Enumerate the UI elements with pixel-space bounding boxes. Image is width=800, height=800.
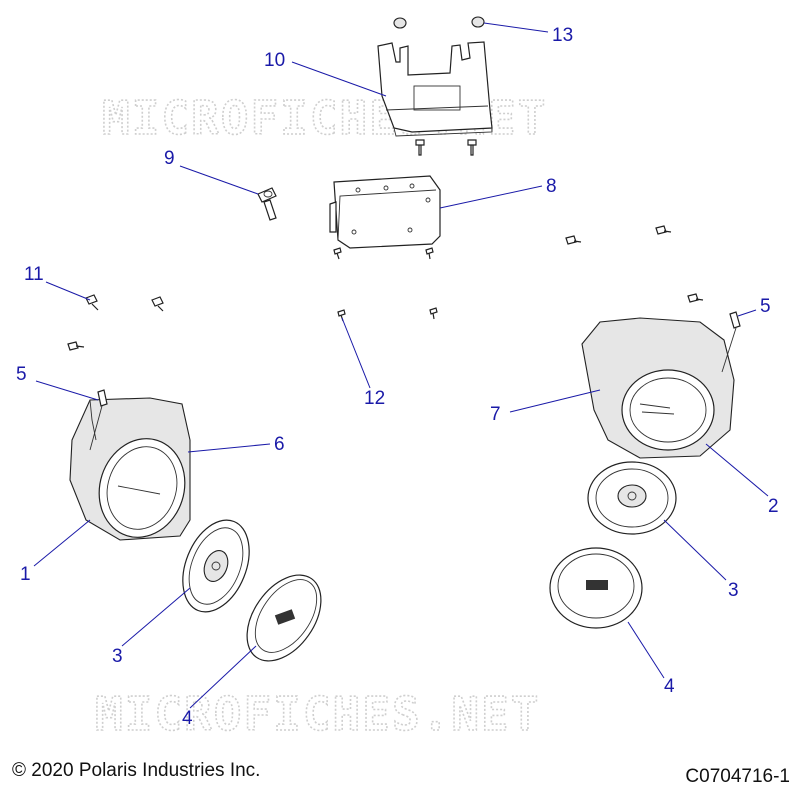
callout-13[interactable]: 13 (552, 25, 573, 46)
part-4-right-grille[interactable] (549, 547, 643, 629)
part-13-grommets[interactable] (393, 16, 485, 29)
callout-4-left[interactable]: 4 (182, 708, 193, 729)
watermark-bottom: MICROFICHES.NET (95, 687, 540, 741)
callout-7[interactable]: 7 (490, 404, 501, 425)
part-8-amplifier[interactable] (329, 175, 441, 249)
part-9-connector[interactable] (257, 187, 277, 221)
leader-lines (33, 22, 769, 709)
callout-4-right[interactable]: 4 (664, 676, 675, 697)
copyright-text: © 2020 Polaris Industries Inc. (12, 760, 261, 781)
callout-11[interactable]: 11 (24, 264, 44, 285)
drawing-number: C0704716-1 (685, 766, 790, 787)
callout-5-right[interactable]: 5 (760, 296, 771, 317)
callout-10[interactable]: 10 (264, 50, 285, 71)
callout-12[interactable]: 12 (364, 388, 385, 409)
part-2-right-enclosure[interactable] (581, 317, 735, 459)
part-3-right-speaker[interactable] (587, 461, 677, 535)
part-bracket-bolts[interactable] (415, 139, 477, 156)
callout-5-left[interactable]: 5 (16, 364, 27, 385)
callout-2[interactable]: 2 (768, 496, 779, 517)
part-3-left-speaker[interactable] (170, 510, 262, 621)
callout-9[interactable]: 9 (164, 148, 175, 169)
callout-3-left[interactable]: 3 (112, 646, 123, 667)
callout-3-right[interactable]: 3 (728, 580, 739, 601)
callout-6[interactable]: 6 (274, 434, 285, 455)
callout-1[interactable]: 1 (20, 564, 31, 585)
callout-8[interactable]: 8 (546, 176, 557, 197)
part-4-left-grille[interactable] (232, 561, 336, 674)
part-10-bracket[interactable] (377, 41, 493, 137)
part-1-left-enclosure[interactable] (69, 397, 197, 549)
part-5-left-harness[interactable] (89, 389, 108, 451)
part-5-right-harness[interactable] (721, 311, 741, 373)
part-12-screws[interactable] (333, 247, 438, 322)
part-11-bolts[interactable] (67, 225, 704, 351)
callout-numbers: 13 10 8 9 11 12 5 6 1 3 4 5 7 2 3 4 (16, 25, 779, 729)
